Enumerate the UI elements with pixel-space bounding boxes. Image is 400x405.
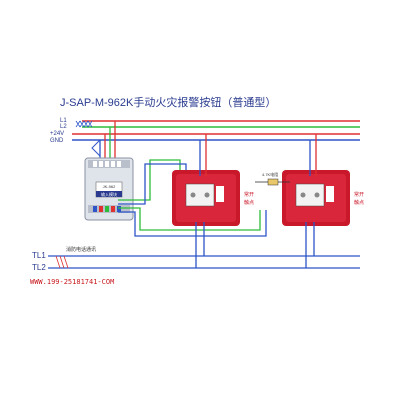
resistor-label: 4.7K电阻: [262, 171, 278, 177]
button-1-annotation-line1: 常开: [244, 191, 254, 198]
button-1-annotation-line2: 触点: [244, 199, 254, 206]
module-caption: 输入模块: [101, 191, 117, 197]
module-drops: [91, 121, 116, 158]
fire-alarm-button-1: 常开 触点: [172, 170, 254, 226]
end-of-line-resistor: 4.7K电阻: [255, 171, 290, 186]
bus-cross-loop: [75, 120, 93, 128]
label-gnd: GND: [50, 138, 64, 144]
module-output-wires: [118, 159, 267, 237]
watermark-text: WWW.199-25181741-COM: [30, 278, 114, 286]
label-l1: L1: [60, 118, 67, 124]
label-l2: L2: [60, 124, 67, 130]
label-24v: +24V: [50, 131, 64, 137]
top-buses: [72, 120, 360, 141]
module-model: JK-962: [103, 184, 116, 189]
diagram-title: J-SAP-M-962K手动火灾报警按钮（普通型）: [60, 95, 276, 109]
label-tl2: TL2: [32, 263, 46, 272]
phone-bus-label: 消防电话通讯: [66, 246, 96, 253]
button-2-annotation-line2: 触点: [354, 199, 364, 206]
input-module: JK-962 输入模块: [84, 157, 134, 221]
phone-buses: [48, 255, 360, 269]
fire-alarm-button-2: 常开 触点: [282, 170, 364, 226]
button-interconnects: [195, 134, 317, 268]
label-tl1: TL1: [32, 251, 46, 260]
button-2-annotation-line1: 常开: [354, 191, 364, 198]
